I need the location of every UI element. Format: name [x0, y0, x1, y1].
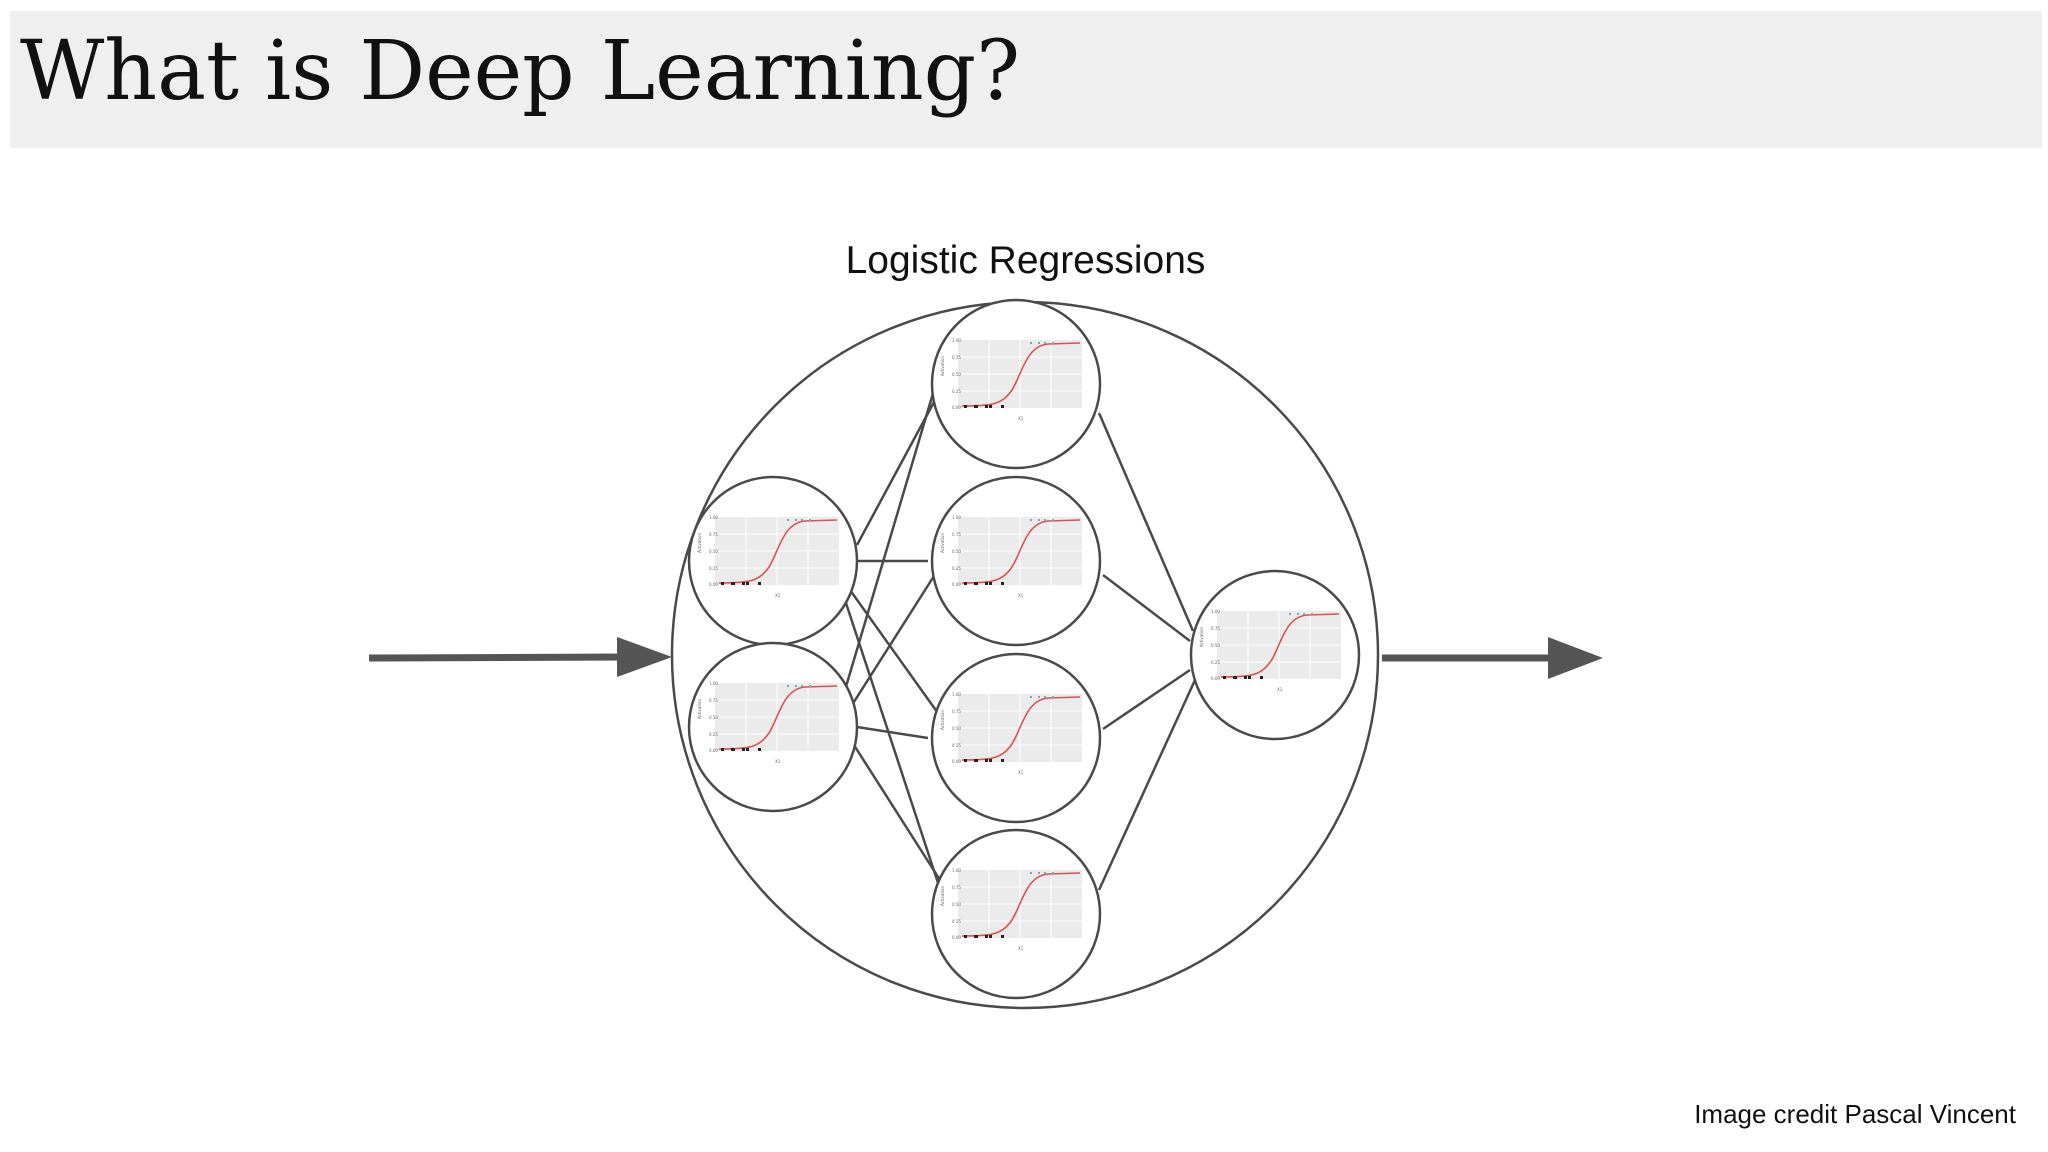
- edge-h3-o: [1102, 668, 1191, 731]
- hidden-node-2: [930, 475, 1102, 647]
- edge-h2-o: [1102, 574, 1191, 642]
- diagram-caption: Logistic Regressions: [845, 239, 1206, 282]
- input-arrow: [368, 637, 672, 677]
- edge-i1-h3: [848, 589, 942, 717]
- edge-i2-h3: [856, 725, 929, 740]
- hidden-node-3: [930, 652, 1102, 824]
- edge-i2-h2: [850, 575, 936, 706]
- output-node: [1189, 569, 1361, 741]
- title-bar: [10, 11, 2042, 148]
- slide-title: What is Deep Learning?: [20, 24, 1021, 119]
- edge-h4-o: [1097, 679, 1197, 891]
- hidden-node-4: [930, 828, 1102, 1000]
- edge-i1-h1: [855, 401, 936, 546]
- edge-i1-h4: [843, 599, 942, 890]
- edge-i2-h4: [850, 741, 942, 881]
- hidden-output-connections: [1097, 412, 1197, 891]
- hidden-node-1: [930, 298, 1102, 470]
- output-arrow: [1382, 637, 1603, 679]
- edge-i2-h1: [843, 389, 936, 691]
- input-hidden-connections: [843, 389, 942, 890]
- image-credit: Image credit Pascal Vincent: [1694, 1099, 2016, 1129]
- input-node-2: [687, 641, 859, 813]
- input-node-1: [687, 475, 859, 647]
- edge-h1-o: [1097, 412, 1195, 632]
